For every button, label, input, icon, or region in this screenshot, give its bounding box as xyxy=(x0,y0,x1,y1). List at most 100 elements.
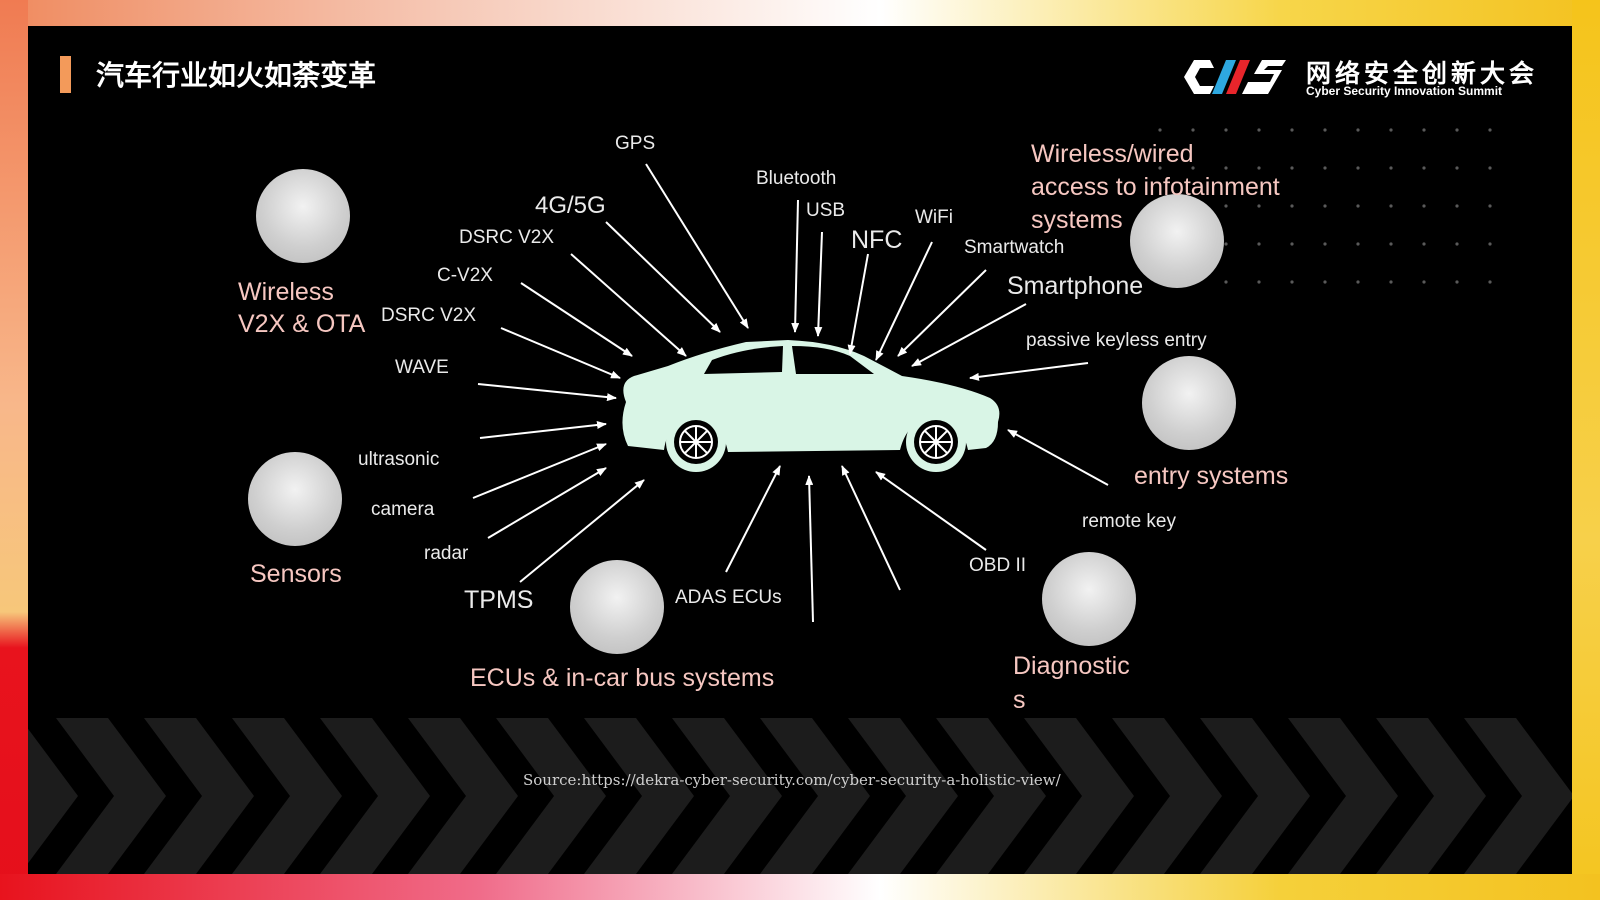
chevron-shape xyxy=(760,718,870,874)
attack-vector-arrow xyxy=(725,465,781,573)
grid-dot xyxy=(1323,242,1327,246)
attack-vector-arrow xyxy=(477,383,617,402)
chevron-shape xyxy=(1464,718,1572,874)
summit-logo: 网络安全创新大会 Cyber Security Innovation Summi… xyxy=(1182,54,1542,102)
label-wave: WAVE xyxy=(395,357,449,378)
label-remote-key: remote key xyxy=(1082,511,1176,532)
chevron-shape xyxy=(408,718,518,874)
category-diagnostics-line1: Diagnostic xyxy=(1013,652,1130,680)
label-dsrc-v2x-2: DSRC V2X xyxy=(381,305,477,326)
category-sensors: Sensors xyxy=(250,560,342,588)
wheel-spoke xyxy=(683,441,697,455)
chevron-shape xyxy=(1024,718,1134,874)
hacker-avatar-wireless xyxy=(256,169,350,263)
wheel-spoke xyxy=(935,441,949,455)
attack-vector-arrow xyxy=(487,467,607,539)
grid-dot xyxy=(1257,128,1261,132)
wheel-spoke xyxy=(683,429,697,443)
grid-dot xyxy=(1356,166,1360,170)
label-adas-ecus: ADAS ECUs xyxy=(675,587,782,608)
attack-vector-arrow xyxy=(911,303,1027,367)
grid-dot xyxy=(1488,166,1492,170)
attack-vector-arrow xyxy=(479,421,607,439)
grid-dot xyxy=(1323,280,1327,284)
attack-vector-arrow xyxy=(520,282,633,357)
wheel-spoke xyxy=(923,441,937,455)
grid-dot xyxy=(1488,280,1492,284)
attack-vector-arrow xyxy=(805,475,814,623)
cis-logo-mark xyxy=(1184,60,1286,94)
label-dsrc-v2x-1: DSRC V2X xyxy=(459,227,555,248)
chevron-shape xyxy=(232,718,342,874)
label-bluetooth: Bluetooth xyxy=(756,168,837,189)
grid-dot xyxy=(1356,128,1360,132)
hacker-avatar-diagnostics xyxy=(1042,552,1136,646)
slide: 汽车行业如火如荼变革 网络安全创新大会 Cyber Security Innov… xyxy=(28,26,1572,874)
label-ultrasonic: ultrasonic xyxy=(358,449,440,470)
grid-dot xyxy=(1290,204,1294,208)
chevron-shape xyxy=(496,718,606,874)
frame-right-edge xyxy=(1572,0,1600,900)
hacker-avatar-entry xyxy=(1142,356,1236,450)
grid-dot xyxy=(1356,242,1360,246)
attack-vector-arrow xyxy=(472,443,607,499)
attack-vector-arrow xyxy=(645,163,749,329)
grid-dot xyxy=(1389,280,1393,284)
wheel-spoke xyxy=(923,429,937,443)
label-wifi: WiFi xyxy=(915,207,953,228)
car-diagram xyxy=(472,163,1109,623)
attack-vector-arrow xyxy=(841,465,901,591)
grid-dot xyxy=(1224,166,1228,170)
label-radar: radar xyxy=(424,543,469,564)
title-accent-bar xyxy=(60,56,71,93)
grid-dot xyxy=(1224,204,1228,208)
attack-vector-arrow xyxy=(570,253,687,357)
grid-dot xyxy=(1290,280,1294,284)
wheel-spoke xyxy=(695,429,709,443)
grid-dot xyxy=(1257,280,1261,284)
grid-dot xyxy=(1389,166,1393,170)
grid-dot xyxy=(1488,128,1492,132)
chevron-shape xyxy=(936,718,1046,874)
chevron-shape xyxy=(1376,718,1486,874)
wheel-spoke xyxy=(935,429,949,443)
grid-dot xyxy=(1224,280,1228,284)
category-diagnostics-line2: s xyxy=(1013,686,1026,714)
attack-vector-arrow xyxy=(875,241,933,361)
category-infotainment-line1: Wireless/wired xyxy=(1031,140,1194,168)
hacker-avatar-sensors xyxy=(248,452,342,546)
category-entry: entry systems xyxy=(1134,462,1289,490)
grid-dot xyxy=(1455,204,1459,208)
label-nfc: NFC xyxy=(851,226,903,254)
attack-vector-arrow xyxy=(814,231,823,337)
attack-vector-arrow xyxy=(847,253,869,355)
grid-dot xyxy=(1422,128,1426,132)
label-passive-keyless-entry: passive keyless entry xyxy=(1026,330,1207,351)
chevron-shape xyxy=(1112,718,1222,874)
grid-dot xyxy=(1389,204,1393,208)
grid-dot xyxy=(1191,166,1195,170)
chevron-shape xyxy=(1288,718,1398,874)
label-camera: camera xyxy=(371,499,435,520)
grid-dot xyxy=(1488,204,1492,208)
label-usb: USB xyxy=(806,200,846,221)
grid-dot xyxy=(1290,166,1294,170)
chevron-shape xyxy=(1200,718,1310,874)
grid-dot xyxy=(1323,128,1327,132)
attack-vector-arrow xyxy=(519,479,645,583)
label-obd-ii: OBD II xyxy=(969,555,1027,576)
grid-dot xyxy=(1158,166,1162,170)
frame-left-edge xyxy=(0,0,28,900)
attack-vector-arrow xyxy=(1007,429,1109,486)
grid-dot xyxy=(1356,280,1360,284)
category-infotainment-line2: access to infotainment xyxy=(1031,173,1280,201)
grid-dot xyxy=(1389,242,1393,246)
hacker-avatar-infotainment xyxy=(1130,194,1224,288)
category-wireless-line1: Wireless xyxy=(238,278,334,306)
grid-dot xyxy=(1224,242,1228,246)
grid-dot xyxy=(1422,204,1426,208)
grid-dot xyxy=(1257,166,1261,170)
dot-grid xyxy=(1158,128,1492,284)
attack-vector-arrow xyxy=(500,327,621,379)
chevron-shape xyxy=(320,718,430,874)
